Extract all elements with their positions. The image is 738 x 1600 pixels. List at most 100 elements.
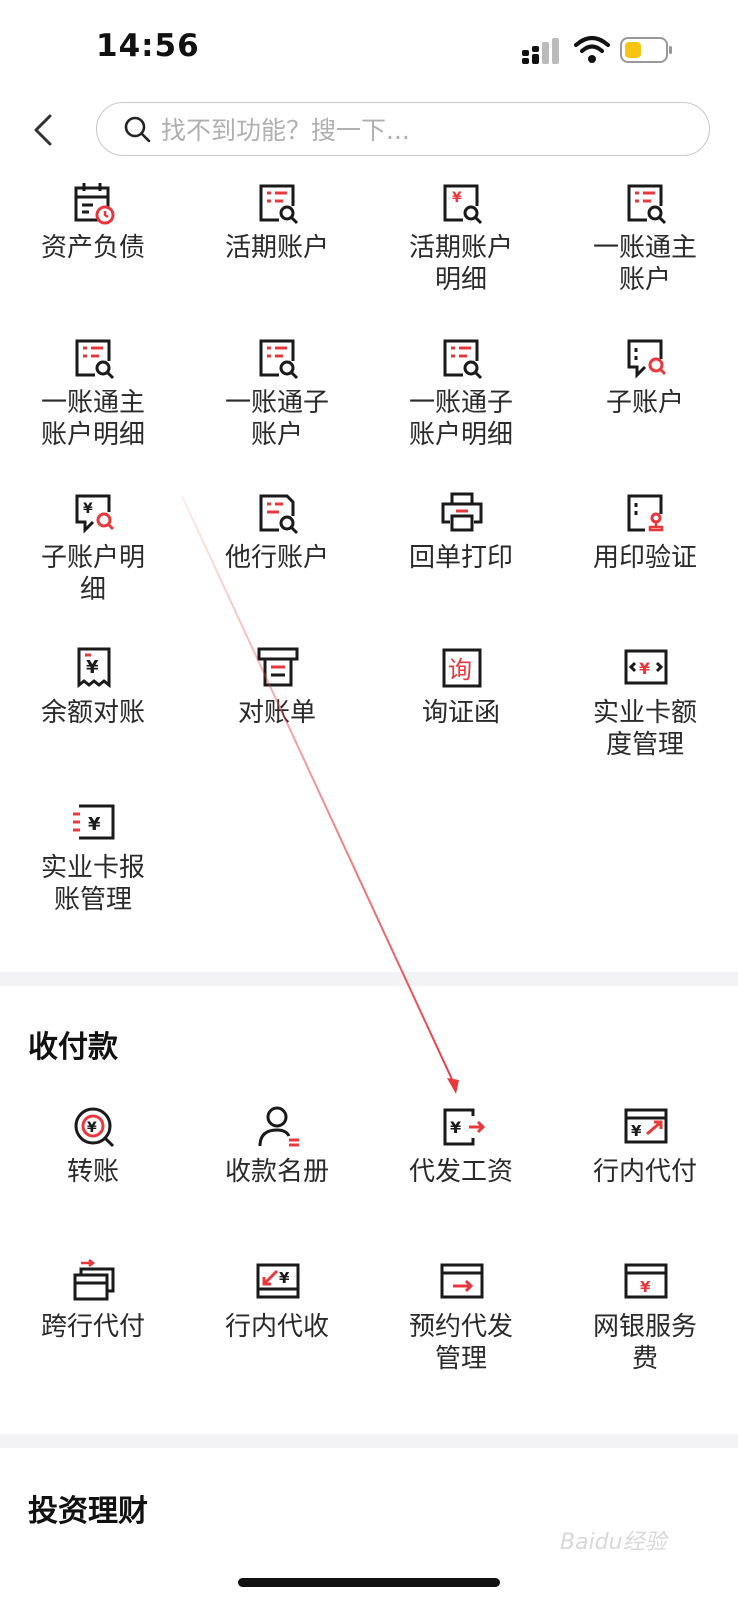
home-indicator[interactable] <box>238 1578 500 1587</box>
function-tile-label: 跨行代付 <box>40 1312 145 1342</box>
function-tile-account-search[interactable]: 一账通主 账户 <box>552 180 738 330</box>
svg-text:¥: ¥ <box>639 659 650 678</box>
card-limit-icon: ¥ <box>624 649 668 685</box>
statement-tray-icon <box>257 647 299 687</box>
function-tile-inquiry-letter[interactable]: 询询证函 <box>368 645 554 795</box>
function-tile-statement-tray[interactable]: 对账单 <box>184 645 370 795</box>
svg-text:¥: ¥ <box>86 657 99 678</box>
function-tile-label: 行内代付 <box>592 1157 697 1187</box>
function-tile-receipt-yuan[interactable]: ¥ 余额对账 <box>0 645 186 795</box>
function-tile-label: 转账 <box>66 1157 119 1187</box>
search-icon <box>124 116 151 143</box>
function-tile-label: 活期账户 明细 <box>408 233 513 295</box>
receipt-yuan-icon: ¥ <box>77 647 111 689</box>
function-tile-account-search[interactable]: 一账通子 账户 <box>184 335 370 485</box>
intrabank-pay-icon: ¥ <box>624 1108 668 1144</box>
function-tile-printer[interactable]: 回单打印 <box>368 490 554 640</box>
inquiry-letter-icon: 询 <box>442 648 482 688</box>
function-tile-intrabank-pay[interactable]: ¥ 行内代付 <box>552 1104 738 1254</box>
function-tile-yuan-chat-search[interactable]: ¥ 子账户明 细 <box>0 490 186 640</box>
function-tile-label: 余额对账 <box>40 698 145 728</box>
scheduled-payroll-icon <box>440 1263 484 1299</box>
function-tile-label: 活期账户 <box>224 233 329 263</box>
account-function-grid: 资产负债 活期账户 ¥ 活期账户 明细 一账通主 账户一账通主 账户明细 一账通子 账户 一… <box>0 180 738 940</box>
svg-text:¥: ¥ <box>640 1278 651 1296</box>
status-time: 14:56 <box>96 28 200 64</box>
function-tile-transfer[interactable]: ¥ 转账 <box>0 1104 186 1254</box>
account-search-icon <box>75 339 115 380</box>
signal-icon <box>522 38 559 64</box>
other-bank-account-icon <box>259 494 299 535</box>
function-tile-ebank-fee[interactable]: ¥ 网银服务 费 <box>552 1259 738 1409</box>
yuan-doc-search-icon: ¥ <box>443 184 483 225</box>
svg-text:¥: ¥ <box>88 814 101 835</box>
account-search-icon <box>259 339 299 380</box>
function-tile-intrabank-collect[interactable]: ¥ 行内代收 <box>184 1259 370 1409</box>
account-search-icon <box>259 184 299 225</box>
function-tile-label: 询证函 <box>421 698 500 728</box>
function-tile-other-bank-account[interactable]: 他行账户 <box>184 490 370 640</box>
watermark-text: Baidu经验 <box>560 1530 667 1555</box>
card-reimburse-icon: ¥ <box>73 804 115 840</box>
function-tile-seal-verify[interactable]: 用印验证 <box>552 490 738 640</box>
function-tile-scheduled-payroll[interactable]: 预约代发 管理 <box>368 1259 554 1409</box>
account-search-icon <box>443 339 483 380</box>
function-tile-label: 一账通主 账户 <box>592 233 697 295</box>
function-tile-label: 回单打印 <box>408 543 513 573</box>
function-tile-label: 预约代发 管理 <box>408 1312 513 1374</box>
function-tile-payee-list[interactable]: 收款名册 <box>184 1104 370 1254</box>
account-search-icon <box>627 184 667 225</box>
function-tile-account-search[interactable]: 一账通主 账户明细 <box>0 335 186 485</box>
ebank-fee-icon: ¥ <box>624 1263 668 1299</box>
function-tile-label: 子账户明 细 <box>40 543 145 605</box>
sub-account-icon <box>627 339 667 379</box>
function-tile-label: 一账通主 账户明细 <box>40 388 145 450</box>
function-tile-label: 收款名册 <box>224 1157 329 1187</box>
payments-section-title: 收付款 <box>28 1030 118 1065</box>
search-row <box>0 100 738 160</box>
payee-list-icon <box>258 1106 299 1147</box>
back-arrow-icon[interactable] <box>26 108 62 152</box>
interbank-pay-icon <box>73 1259 115 1301</box>
function-tile-yuan-doc-search[interactable]: ¥ 活期账户 明细 <box>368 180 554 330</box>
function-tile-label: 他行账户 <box>224 543 329 573</box>
function-tile-sub-account[interactable]: 子账户 <box>552 335 738 485</box>
function-tile-label: 资产负债 <box>40 233 145 263</box>
svg-text:¥: ¥ <box>87 1120 97 1136</box>
battery-icon <box>620 37 672 63</box>
function-tile-label: 代发工资 <box>408 1157 513 1187</box>
function-tile-label: 实业卡额 度管理 <box>592 698 697 760</box>
function-tile-card-reimburse[interactable]: ¥ 实业卡报 账管理 <box>0 800 186 950</box>
function-tile-label: 子账户 <box>605 388 684 418</box>
svg-text:询: 询 <box>448 656 472 684</box>
function-tile-interbank-pay[interactable]: 跨行代付 <box>0 1259 186 1409</box>
section-divider <box>0 1434 738 1448</box>
function-tile-label: 网银服务 费 <box>592 1312 697 1374</box>
payroll-icon: ¥ <box>443 1108 485 1146</box>
svg-text:¥: ¥ <box>452 190 462 206</box>
svg-text:¥: ¥ <box>450 1118 461 1137</box>
function-tile-label: 用印验证 <box>592 543 697 573</box>
function-tile-label: 实业卡报 账管理 <box>40 853 145 915</box>
status-bar: 14:56 <box>0 0 738 100</box>
function-tile-label: 对账单 <box>237 698 316 728</box>
wifi-icon <box>574 36 610 63</box>
search-box[interactable] <box>96 102 710 156</box>
intrabank-collect-icon: ¥ <box>256 1263 300 1299</box>
calendar-clock-icon <box>74 183 115 225</box>
svg-text:¥: ¥ <box>83 501 93 517</box>
printer-icon <box>441 492 483 532</box>
search-input[interactable] <box>159 109 683 151</box>
function-tile-card-limit[interactable]: ¥ 实业卡额 度管理 <box>552 645 738 795</box>
function-tile-payroll[interactable]: ¥ 代发工资 <box>368 1104 554 1254</box>
function-tile-label: 一账通子 账户 <box>224 388 329 450</box>
function-tile-account-search[interactable]: 一账通子 账户明细 <box>368 335 554 485</box>
section-divider <box>0 972 738 986</box>
investment-section-title: 投资理财 <box>28 1494 148 1529</box>
function-tile-label: 一账通子 账户明细 <box>408 388 513 450</box>
payments-function-grid: ¥ 转账 收款名册 ¥ 代发工资 ¥ 行内代付跨行代付 ¥ 行内代收 预约代发 管理 ¥ 网银服务 费 <box>0 1104 738 1404</box>
function-tile-calendar-clock[interactable]: 资产负债 <box>0 180 186 330</box>
function-tile-account-search[interactable]: 活期账户 <box>184 180 370 330</box>
function-tile-label: 行内代收 <box>224 1312 329 1342</box>
seal-verify-icon <box>627 494 664 532</box>
